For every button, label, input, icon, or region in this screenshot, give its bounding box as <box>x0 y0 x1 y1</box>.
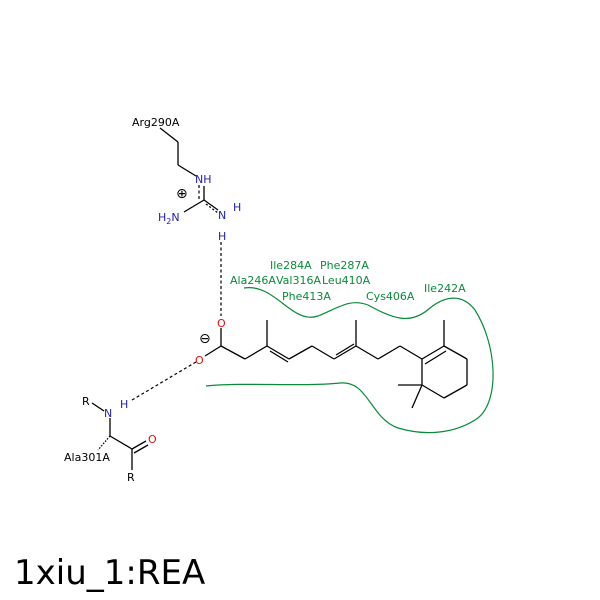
diagram-title: 1xiu_1:REA <box>14 553 205 593</box>
atom-h2n: H2N <box>158 211 180 226</box>
residue-ile284: Ile284A <box>270 259 312 272</box>
hbond-ala-carboxylate <box>131 361 197 401</box>
atom-r-top: R <box>82 395 90 408</box>
residue-ile242: Ile242A <box>424 282 466 295</box>
atom-o-carbonyl: O <box>148 433 157 446</box>
cyclohexene-ring <box>398 320 468 409</box>
atom-n-mid: N <box>218 209 226 222</box>
residue-phe413: Phe413A <box>282 290 331 303</box>
atom-r-bottom: R <box>127 471 135 484</box>
atom-h-bottom: H <box>218 230 226 243</box>
alanine-backbone <box>91 402 149 470</box>
residue-ala301: Ala301A <box>64 451 110 464</box>
residue-arg290: Arg290A <box>132 116 180 129</box>
atom-n-mid-h: H <box>233 201 241 214</box>
hydrogen-bonds <box>131 242 222 401</box>
atom-n-ala: N <box>104 407 112 420</box>
atom-o-bottom: O <box>195 354 204 367</box>
residue-leu410: Leu410A <box>322 274 371 287</box>
retinoic-acid-chain <box>204 320 423 363</box>
residue-ala246: Ala246A <box>230 274 276 287</box>
arginine-sidechain <box>159 127 219 214</box>
minus-charge: ⊖ <box>199 331 211 347</box>
residue-cys406: Cys406A <box>366 290 415 303</box>
plus-charge: ⊕ <box>176 186 188 202</box>
atom-o-top: O <box>217 317 226 330</box>
atom-nh-top: NH <box>195 173 212 186</box>
residue-val316: Val316A <box>276 274 321 287</box>
hydrophobic-contact-arc <box>205 287 494 434</box>
atom-h-ala: H <box>120 398 128 411</box>
residue-phe287: Phe287A <box>320 259 369 272</box>
